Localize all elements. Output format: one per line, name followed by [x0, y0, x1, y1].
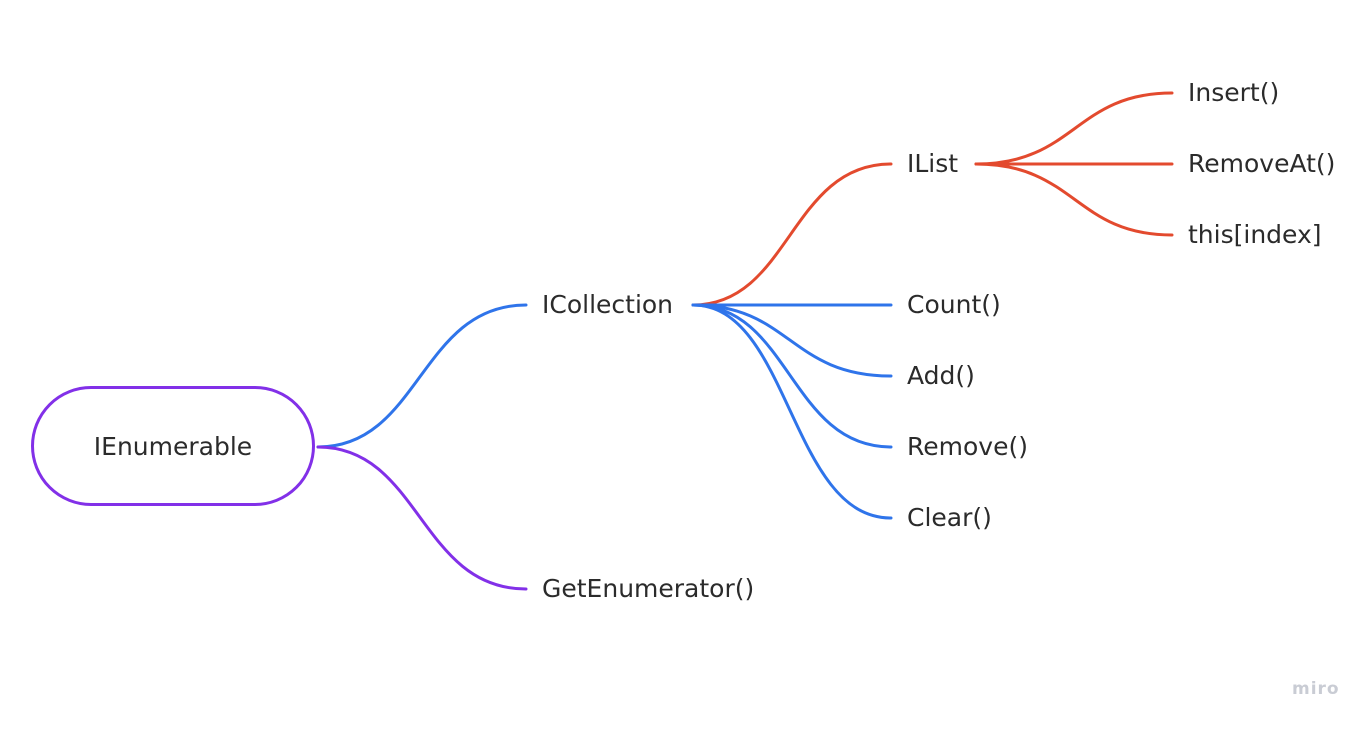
- node-add[interactable]: Add(): [907, 361, 975, 390]
- connector-icollection-remove: [691, 303, 893, 449]
- node-icollection[interactable]: ICollection: [542, 290, 674, 319]
- node-insert[interactable]: Insert(): [1188, 78, 1280, 107]
- root-node-label: IEnumerable: [93, 431, 253, 461]
- node-indexer[interactable]: this[index]: [1188, 220, 1322, 249]
- node-remove[interactable]: Remove(): [907, 432, 1028, 461]
- connector-ilist-indexer: [974, 162, 1174, 237]
- connector-ilist-insert: [974, 91, 1174, 166]
- connector-icollection-add: [691, 303, 893, 378]
- connector-icollection-ilist: [691, 162, 893, 307]
- node-removeat[interactable]: RemoveAt(): [1188, 149, 1336, 178]
- node-get-enumerator[interactable]: GetEnumerator(): [542, 574, 755, 603]
- connector-root-icollection: [316, 303, 528, 449]
- node-clear[interactable]: Clear(): [907, 503, 992, 532]
- root-node-ienumerable[interactable]: IEnumerable: [31, 386, 315, 506]
- miro-watermark: miro: [1292, 679, 1340, 699]
- connector-icollection-clear: [691, 303, 893, 520]
- node-ilist[interactable]: IList: [907, 149, 959, 178]
- node-count[interactable]: Count(): [907, 290, 1001, 319]
- connector-root-get-enumerator: [316, 445, 528, 591]
